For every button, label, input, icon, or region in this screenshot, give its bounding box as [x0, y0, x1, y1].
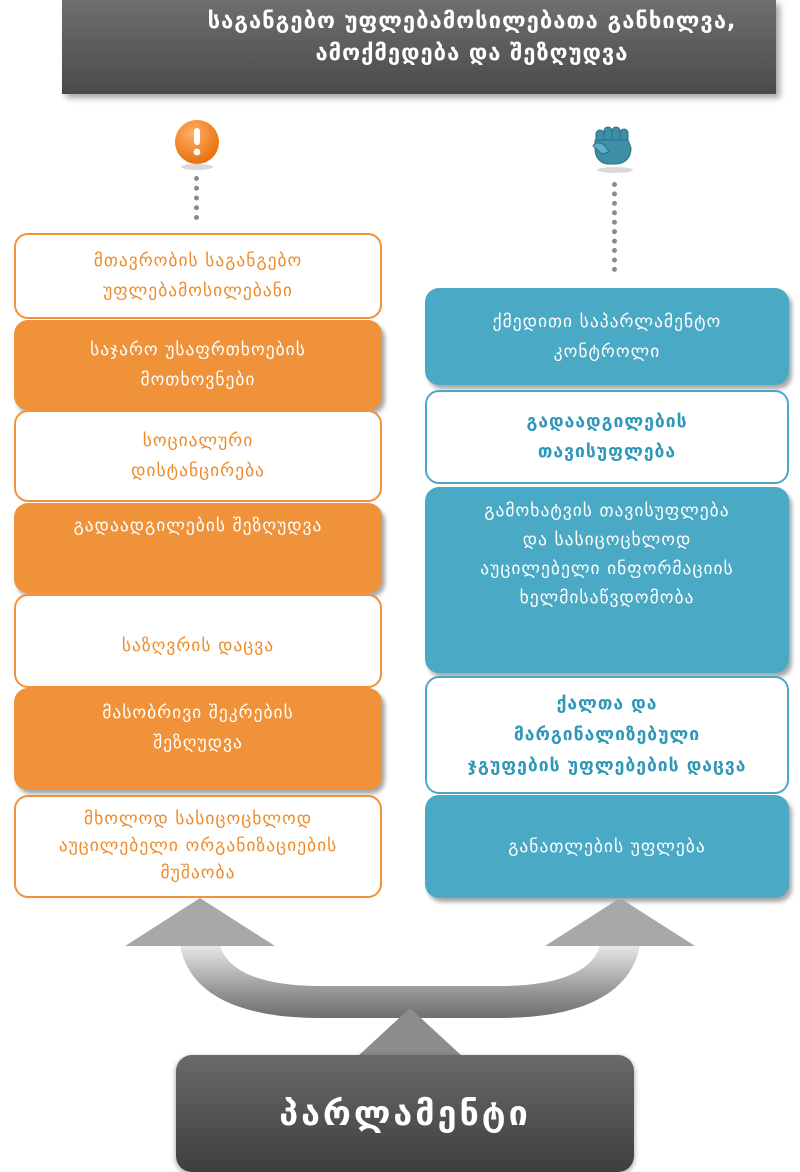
box-text-line: შეზღუდვა — [153, 733, 243, 753]
right-box-right-to-education: განათლების უფლება — [425, 795, 789, 898]
parliament-label: პარლამენტი — [279, 1093, 531, 1134]
box-text-line: მასობრივი შეკრების — [102, 703, 294, 723]
title-line-2: ამოქმედება და შეზღუდვა — [315, 41, 629, 66]
box-text-line: ხელმისაწვდომობა — [519, 588, 695, 608]
right-box-freedom-of-movement: გადაადგილების თავისუფლება — [425, 390, 789, 484]
right-box-freedom-of-expression: გამოხატვის თავისუფლება და სასიცოცხლოდ აუცი… — [425, 487, 789, 673]
header-banner: საგანგებო უფლებამოსილებათა განხილვა, ამო… — [62, 0, 776, 94]
left-box-border-protection: საზღვრის დაცვა — [14, 594, 382, 688]
box-text-line: გადაადგილების — [526, 412, 688, 432]
box-text-line: უფლებამოსილებანი — [103, 281, 293, 301]
parliament-base: პარლამენტი — [176, 1055, 634, 1172]
box-text-line: მარგინალიზებული — [513, 724, 701, 745]
left-box-assembly-restriction: მასობრივი შეკრების შეზღუდვა — [14, 688, 382, 790]
left-box-social-distancing: სოციალური დისტანცირება — [14, 410, 382, 502]
box-text-line: სოციალური — [142, 431, 254, 451]
box-text-line: გადაადგილების შეზღუდვა — [73, 516, 323, 536]
left-box-essential-organizations: მხოლოდ სასიცოცხლოდ აუცილებელი ორგანიზაციე… — [14, 795, 382, 898]
box-text-line: ქმედითი საპარლამენტო — [492, 311, 722, 332]
box-text-line: საჯარო უსაფრთხოების — [90, 340, 306, 360]
box-text-line: საზღვრის დაცვა — [121, 636, 275, 656]
box-text-line: აუცილებელი ორგანიზაციების — [58, 836, 338, 856]
right-box-women-marginalized-rights: ქალთა და მარგინალიზებული ჯგუფების უფლებები… — [425, 676, 789, 794]
box-text-line: ქალთა და — [556, 693, 658, 714]
left-box-public-safety: საჯარო უსაფრთხოების მოთხოვნები — [14, 320, 382, 410]
title-line-1: საგანგებო უფლებამოსილებათა განხილვა, — [207, 9, 737, 34]
box-text-line: გამოხატვის თავისუფლება — [484, 501, 730, 521]
exclamation-icon — [170, 117, 224, 175]
box-text-line: მხოლოდ სასიცოცხლოდ — [83, 809, 313, 829]
box-text-line: დისტანცირება — [131, 461, 265, 481]
box-text-line: ჯგუფების უფლებების დაცვა — [467, 755, 747, 776]
box-text-line: თავისუფლება — [537, 442, 677, 462]
left-connector-dots — [194, 176, 199, 220]
box-text-line: აუცილებელი ინფორმაციის — [480, 559, 734, 579]
box-text-line: კონტროლი — [553, 341, 661, 362]
left-box-movement-restriction: გადაადგილების შეზღუდვა — [14, 503, 382, 593]
right-box-parliamentary-control: ქმედითი საპარლამენტო კონტროლი — [425, 288, 789, 385]
box-text-line: განათლების უფლება — [508, 836, 706, 857]
diagram-title: საგანგებო უფლებამოსილებათა განხილვა, ამო… — [172, 6, 772, 70]
box-text-line: მუშაობა — [160, 863, 236, 883]
left-box-emergency-powers: მთავრობის საგანგებო უფლებამოსილებანი — [14, 233, 382, 319]
box-text-line: მთავრობის საგანგებო — [93, 251, 303, 271]
double-curved-arrow — [125, 898, 695, 1056]
raised-fist-icon — [587, 122, 643, 178]
box-text-line: და სასიცოცხლოდ — [522, 530, 692, 550]
box-text-line: მოთხოვნები — [140, 370, 256, 390]
right-connector-dots — [612, 182, 617, 272]
